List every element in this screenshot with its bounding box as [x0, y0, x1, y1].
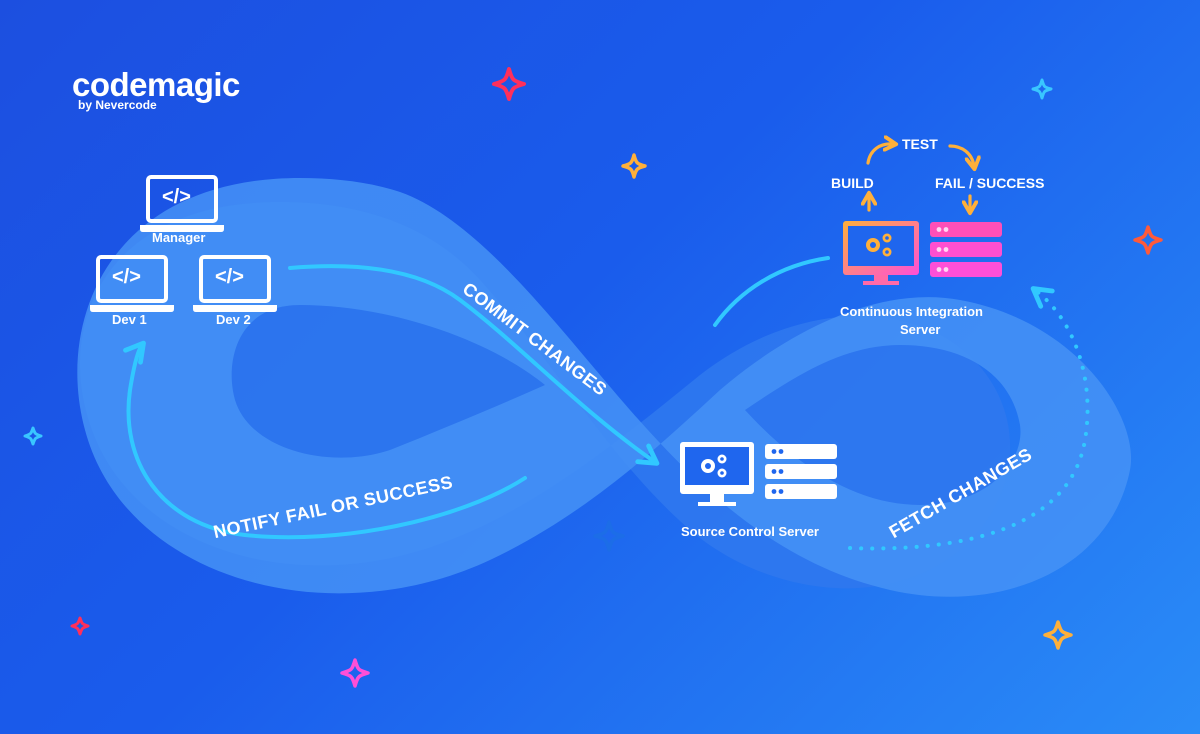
sparkle-icon	[23, 426, 43, 446]
commit-arrow	[288, 264, 660, 466]
ci-server-stack-icon	[930, 222, 1002, 277]
dev2-code-glyph: </>	[215, 266, 244, 288]
test-step-label: TEST	[902, 136, 938, 152]
sparkle-decorations	[23, 67, 1163, 688]
sparkle-icon	[70, 616, 90, 636]
source-control-label: Source Control Server	[681, 524, 819, 539]
dev1-code-glyph: </>	[112, 266, 141, 288]
sparkle-icon	[492, 67, 526, 101]
gears-icon	[701, 454, 727, 478]
dev1-label: Dev 1	[112, 312, 147, 327]
manager-label: Manager	[152, 230, 206, 245]
logo-tagline: by Nevercode	[78, 98, 157, 112]
source-server-stack-icon	[765, 444, 837, 499]
ci-monitor-icon	[843, 221, 919, 285]
dev2-label: Dev 2	[216, 312, 251, 327]
sparkle-icon	[621, 153, 647, 179]
source-monitor-icon	[680, 442, 754, 506]
codemagic-logo: codemagic by Nevercode	[72, 66, 240, 112]
notify-arrow	[123, 340, 527, 540]
result-step-label: FAIL / SUCCESS	[935, 175, 1045, 191]
sparkle-icon	[340, 658, 370, 688]
dev2-laptop-icon	[193, 255, 277, 312]
sparkle-icon	[1031, 78, 1053, 100]
sparkle-icon	[593, 520, 625, 552]
sparkle-icon	[1133, 225, 1163, 255]
ci-gears-icon	[866, 233, 892, 257]
ci-label-line1: Continuous Integration	[840, 304, 983, 319]
manager-code-glyph: </>	[162, 186, 191, 208]
manager-laptop-icon	[140, 175, 224, 232]
logo-text: codemagic	[72, 66, 240, 103]
ci-label-line2: Server	[900, 322, 941, 337]
source-to-ci-arrow	[713, 256, 830, 327]
sparkle-icon	[1043, 620, 1073, 650]
build-step-label: BUILD	[831, 175, 874, 191]
ci-step-arrows	[868, 144, 974, 210]
fetch-arrow	[848, 286, 1090, 551]
dev1-laptop-icon	[90, 255, 174, 312]
